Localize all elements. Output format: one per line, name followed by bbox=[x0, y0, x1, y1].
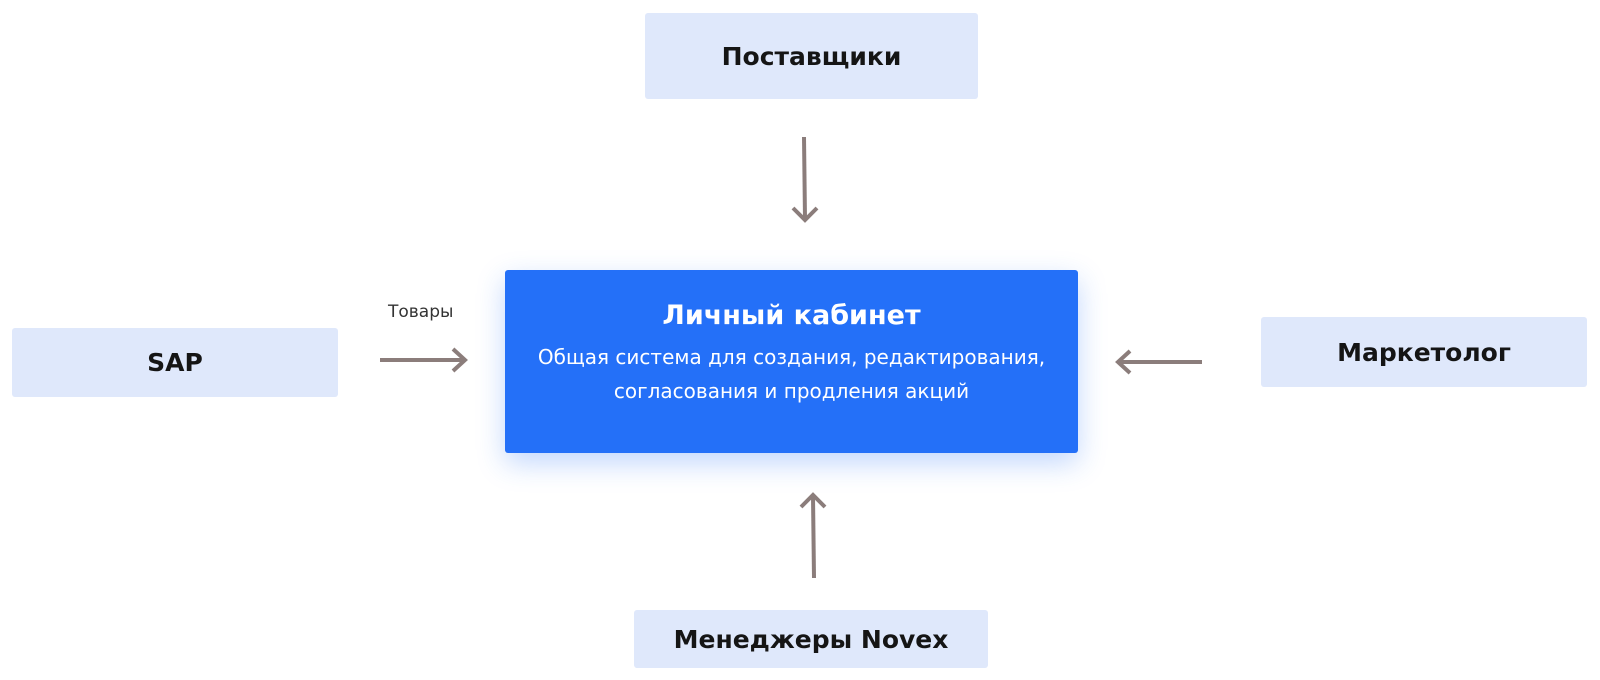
node-managers-label: Менеджеры Novex bbox=[673, 624, 949, 654]
arrow-managers-to-center bbox=[799, 492, 827, 579]
node-sap-label: SAP bbox=[147, 348, 203, 377]
node-managers: Менеджеры Novex bbox=[634, 610, 988, 668]
arrow-marketer-to-center bbox=[1115, 349, 1202, 375]
node-suppliers: Поставщики bbox=[645, 13, 978, 99]
node-sap: SAP bbox=[12, 328, 338, 397]
node-marketer-label: Маркетолог bbox=[1337, 337, 1511, 367]
node-personal-account-description: Общая система для создания, редактирован… bbox=[537, 345, 1046, 403]
edge-label-goods: Товары bbox=[388, 302, 454, 322]
arrow-sap-to-center bbox=[380, 347, 468, 373]
node-personal-account-title: Личный кабинет bbox=[662, 300, 921, 331]
node-suppliers-label: Поставщики bbox=[721, 41, 902, 71]
arrow-suppliers-to-center bbox=[791, 136, 819, 223]
node-personal-account: Личный кабинет Общая система для создани… bbox=[505, 270, 1078, 453]
node-marketer: Маркетолог bbox=[1261, 317, 1587, 387]
